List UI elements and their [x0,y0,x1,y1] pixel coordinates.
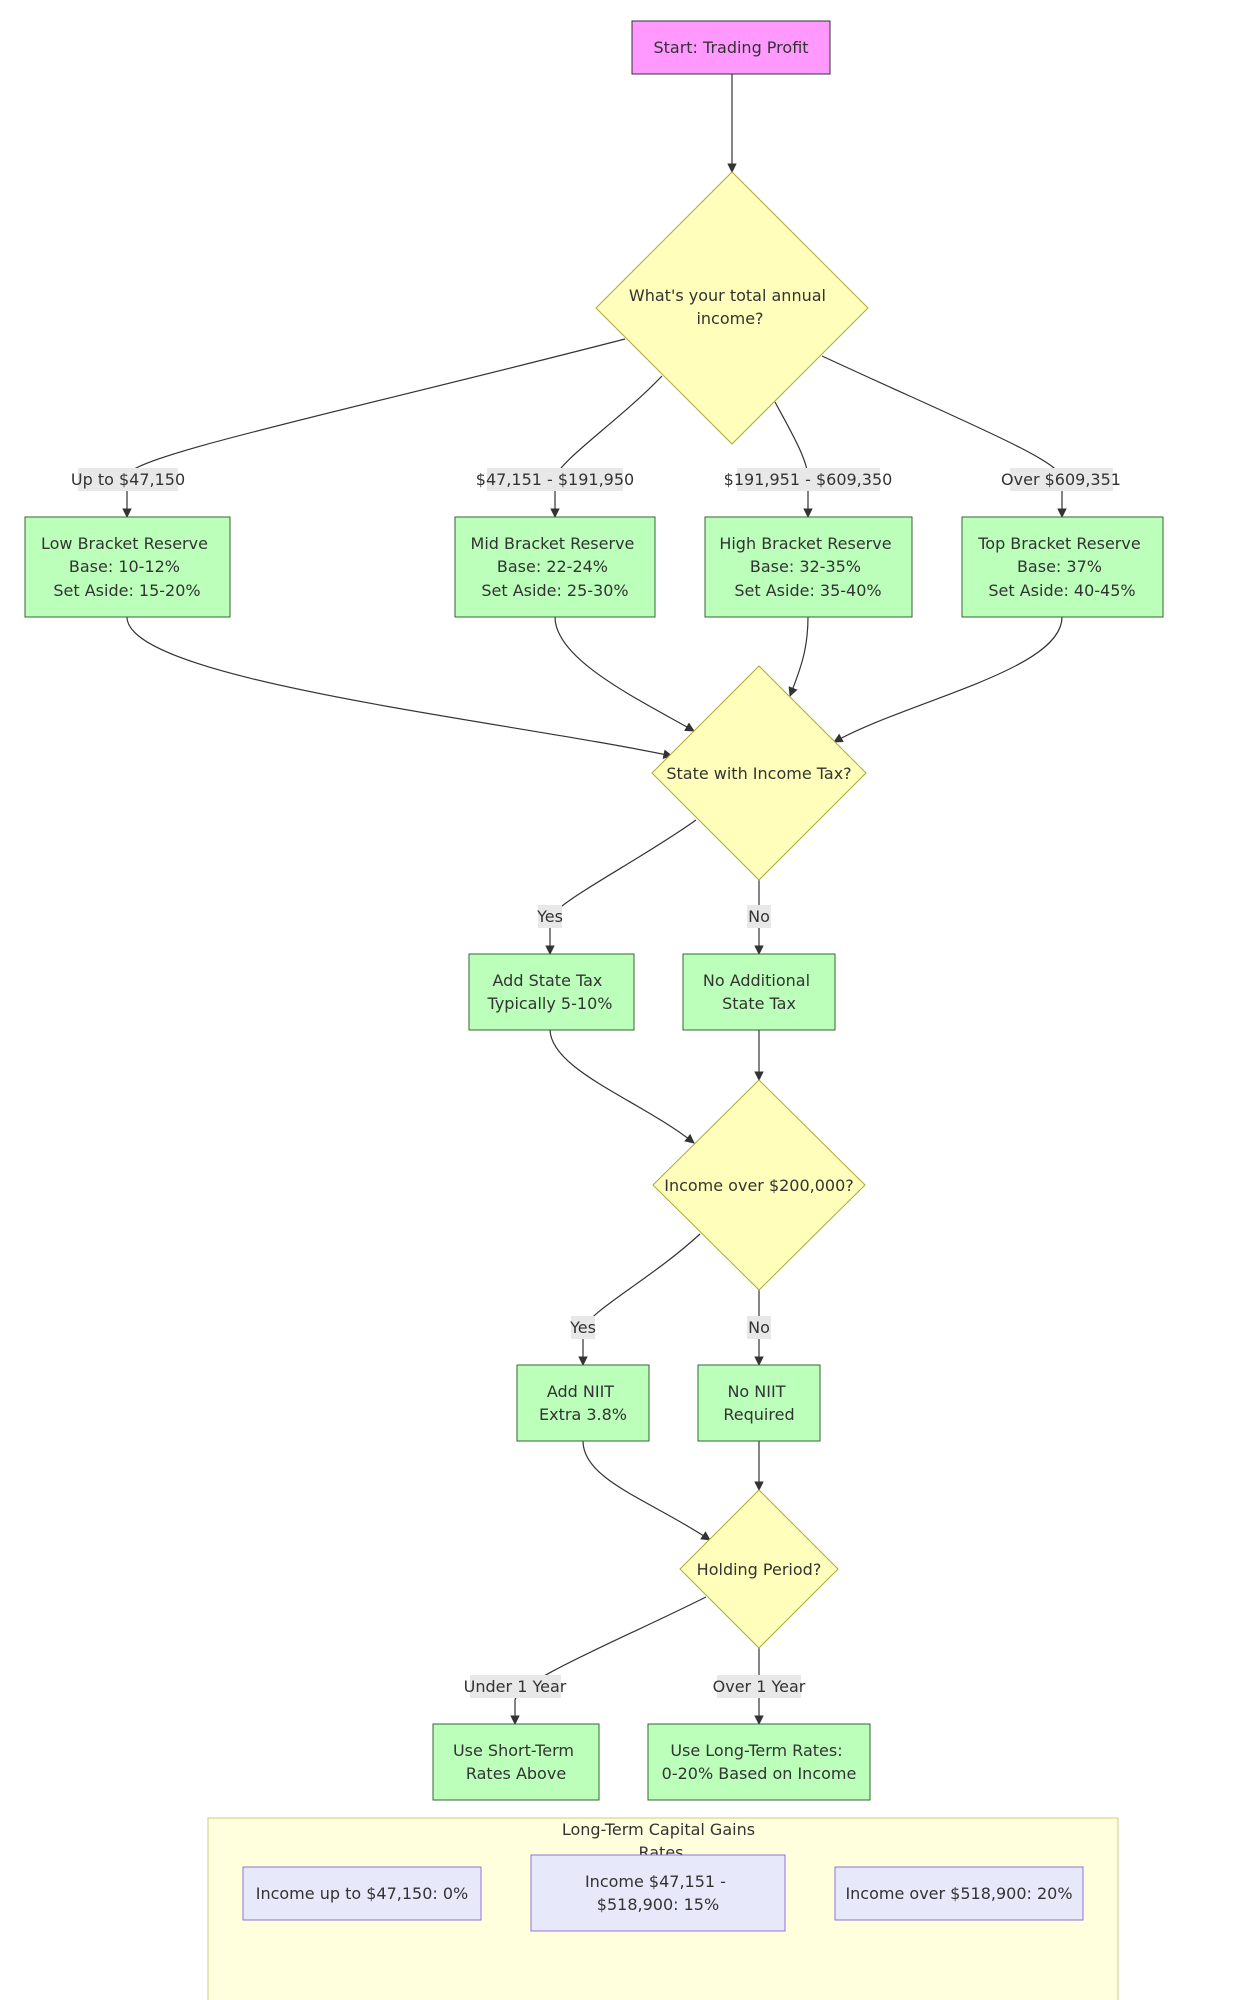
edge-label-bg [470,1675,561,1698]
income-decision: What's your total annual income? [595,171,869,445]
ltcg-rates-cluster: Long-Term Capital Gains Rates Income up … [207,1817,1119,2000]
edge-label-bg [571,1316,595,1339]
mid-bracket-node: Mid Bracket Reserve Base: 22-24% Set Asi… [454,516,656,618]
no-state-tax-label: No Additional State Tax [703,971,815,1013]
short-term-label: Use Short-Term Rates Above [453,1741,579,1783]
holding-decision-label: Holding Period? [697,1560,822,1579]
state-decision-label: State with Income Tax? [666,764,851,783]
edge-add-tax-to-niit [549,1028,695,1144]
add-niit-node: Add NIIT Extra 3.8% [516,1364,650,1442]
rate-0-label: Income up to $47,150: 0% [256,1884,469,1903]
top-bracket-label: Top Bracket Reserve Base: 37% Set Aside:… [977,534,1146,600]
start-node-label: Start: Trading Profit [653,38,808,57]
edge-label-bg [487,468,623,491]
edge-label-bg [737,468,880,491]
edge-income-to-high [774,401,813,518]
edge-income-to-mid [550,375,663,518]
add-state-tax-label: Add State Tax Typically 5-10% [487,971,613,1013]
edge-label-over-1-year: Over 1 Year [713,1677,806,1696]
mid-bracket-label: Mid Bracket Reserve Base: 22-24% Set Asi… [471,534,640,600]
add-niit-label: Add NIIT Extra 3.8% [539,1382,627,1424]
short-term-node: Use Short-Term Rates Above [432,1723,600,1801]
edge-label-up-to-47150: Up to $47,150 [71,470,185,489]
start-node: Start: Trading Profit [631,20,831,75]
rate-box-0-percent: Income up to $47,150: 0% [242,1866,482,1921]
edge-add-niit-to-holding [582,1440,711,1541]
state-decision: State with Income Tax? [651,665,867,881]
edge-label-state-yes: Yes [536,907,563,926]
edge-label-over-609351: Over $609,351 [1001,470,1121,489]
edge-label-bg [78,468,178,491]
edge-mid-to-state [554,616,695,732]
low-bracket-label: Low Bracket Reserve Base: 10-12% Set Asi… [41,534,213,600]
edge-niit-to-add-niit [578,1233,701,1366]
edge-labels: Up to $47,150 $47,151 - $191,950 $191,95… [71,468,1121,1698]
edge-label-niit-no: No [748,1318,770,1337]
long-term-node: Use Long-Term Rates: 0-20% Based on Inco… [647,1723,871,1801]
edge-label-niit-yes: Yes [569,1318,596,1337]
edge-state-to-add-tax [545,819,697,955]
edge-label-state-no: No [748,907,770,926]
add-state-tax-node: Add State Tax Typically 5-10% [468,953,635,1031]
edge-label-bg [747,905,771,928]
niit-decision-label: Income over $200,000? [664,1176,854,1195]
high-bracket-node: High Bracket Reserve Base: 32-35% Set As… [704,516,913,618]
edge-top-to-state [833,616,1063,743]
niit-decision: Income over $200,000? [652,1079,866,1291]
low-bracket-node: Low Bracket Reserve Base: 10-12% Set Asi… [24,516,231,618]
no-niit-label: No NIIT Required [723,1382,794,1424]
edge-label-47151-191950: $47,151 - $191,950 [476,470,634,489]
no-state-tax-node: No Additional State Tax [682,953,836,1031]
high-bracket-label: High Bracket Reserve Base: 32-35% Set As… [719,534,896,600]
edge-label-bg [747,1316,771,1339]
income-decision-label: What's your total annual income? [629,286,831,328]
edge-label-bg [1010,468,1113,491]
rate-box-15-percent: Income $47,151 - $518,900: 15% [530,1854,786,1932]
edge-income-to-top [821,355,1067,518]
long-term-label: Use Long-Term Rates: 0-20% Based on Inco… [662,1741,857,1783]
no-niit-node: No NIIT Required [697,1364,821,1442]
edge-holding-to-short [510,1596,707,1725]
edges [122,74,1067,1725]
top-bracket-node: Top Bracket Reserve Base: 37% Set Aside:… [961,516,1164,618]
edge-label-under-1-year: Under 1 Year [464,1677,567,1696]
edge-label-bg [538,905,562,928]
edge-high-to-state [788,616,809,697]
rate-box-20-percent: Income over $518,900: 20% [834,1866,1084,1921]
rate-15-label: Income $47,151 - $518,900: 15% [585,1872,731,1914]
rate-20-label: Income over $518,900: 20% [845,1884,1072,1903]
edge-low-to-state [126,616,673,759]
holding-decision: Holding Period? [679,1489,839,1649]
edge-label-191951-609350: $191,951 - $609,350 [724,470,893,489]
edge-label-bg [717,1675,801,1698]
